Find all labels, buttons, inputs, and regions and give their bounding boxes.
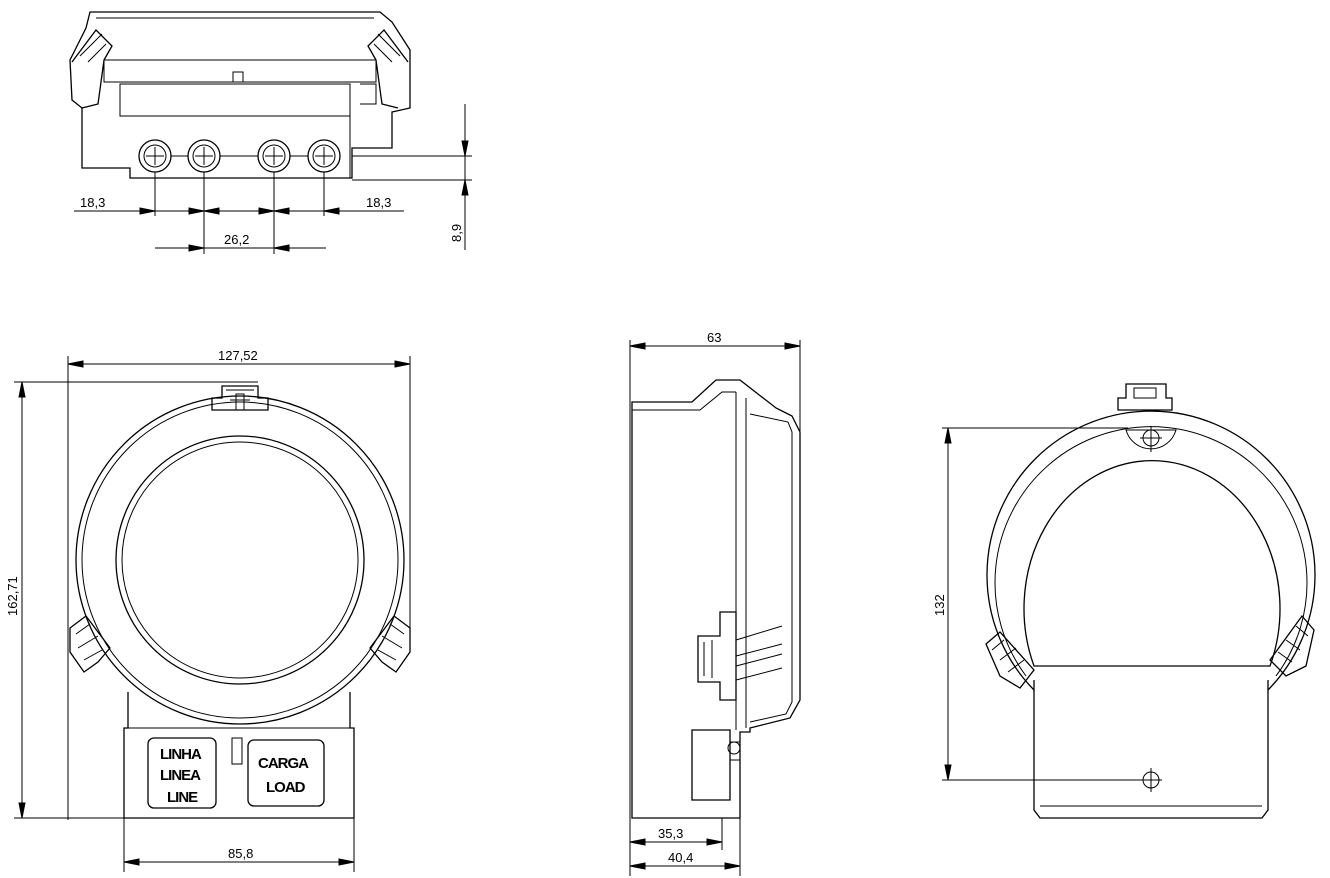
side-view-dimensions: 63 35,3 40,4 xyxy=(629,330,801,876)
label-line: LINE xyxy=(167,789,198,806)
label-load: LOAD xyxy=(266,779,306,796)
top-view xyxy=(69,11,411,179)
dim-front-height: 162,71 xyxy=(5,576,20,616)
dim-front-width: 127,52 xyxy=(218,348,258,363)
dim-top-terminal-spacing: 26,2 xyxy=(224,232,249,247)
dim-top-left-offset: 18,3 xyxy=(80,195,105,210)
front-view-dimensions: 127,52 162,71 85,8 xyxy=(5,348,411,872)
dim-side-depth: 63 xyxy=(707,330,721,345)
front-view: LINHA LINEA LINE CARGA LOAD xyxy=(69,385,411,819)
dim-top-right-offset: 18,3 xyxy=(366,195,391,210)
dim-side-base-a: 35,3 xyxy=(658,826,683,841)
dim-back-height: 132 xyxy=(932,594,947,616)
label-linha: LINHA xyxy=(160,746,202,763)
top-view-dimensions: 18,3 18,3 26,2 8,9 xyxy=(74,104,472,254)
dim-front-base-width: 85,8 xyxy=(228,846,253,861)
dim-top-height: 8,9 xyxy=(449,224,464,242)
label-carga: CARGA xyxy=(258,755,309,772)
back-view-dimensions: 132 xyxy=(932,427,1143,781)
side-view xyxy=(631,379,801,819)
back-view xyxy=(985,383,1316,819)
dim-side-base-b: 40,4 xyxy=(668,850,693,865)
label-linea: LINEA xyxy=(160,767,201,784)
